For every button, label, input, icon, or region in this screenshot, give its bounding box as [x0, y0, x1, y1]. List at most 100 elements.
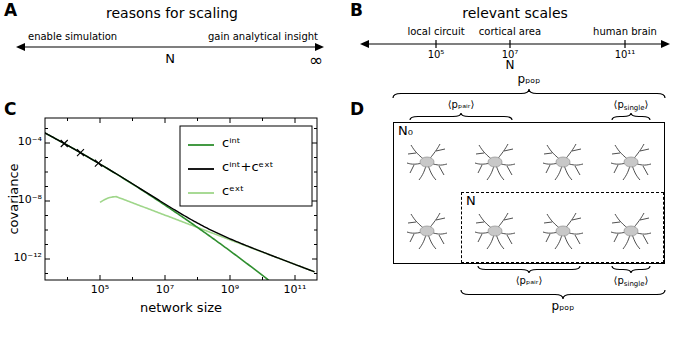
x-tick — [230, 118, 231, 123]
legend-label: cⁱⁿᵗ+cᵉˣᵗ — [222, 160, 274, 175]
dendrite — [575, 166, 580, 175]
tick-label: 10¹¹ — [615, 49, 636, 61]
y-tick — [45, 259, 50, 260]
panel-title: reasons for scaling — [106, 5, 238, 21]
brace-label-group: ⟨psingle⟩ — [614, 275, 649, 288]
y-tick — [312, 201, 317, 202]
tick-label: 10⁻¹² — [13, 252, 42, 265]
x-tick — [165, 118, 166, 123]
dendrite — [504, 218, 513, 220]
y-tick — [45, 143, 50, 144]
curly-brace — [461, 290, 665, 299]
soma — [420, 226, 434, 236]
soma — [624, 226, 638, 236]
scale-tick — [624, 40, 625, 48]
arrow-head — [16, 43, 25, 51]
soma — [488, 157, 502, 167]
subpopulation-box: N — [461, 192, 664, 263]
dendrite — [612, 222, 620, 223]
x-tick — [165, 275, 166, 280]
tick-label: 10⁻⁸ — [18, 194, 42, 207]
arrow-head — [661, 40, 670, 48]
dendrite — [436, 218, 445, 220]
plot-frame — [45, 118, 317, 280]
dendrite — [643, 235, 648, 244]
tick-label: 10⁵ — [428, 49, 445, 61]
soma — [420, 157, 434, 167]
axis-arrow — [20, 46, 320, 47]
curly-brace — [410, 113, 512, 120]
axis-end-label: enable simulation — [28, 31, 117, 43]
legend-label: cᵉˣᵗ — [222, 184, 244, 199]
dendrite — [410, 234, 414, 242]
neuron-illustration — [543, 144, 583, 180]
dendrite — [546, 165, 550, 173]
dendrite — [436, 149, 445, 151]
dendrite — [478, 234, 482, 242]
scale-tick — [435, 40, 436, 48]
axis-title: network size — [140, 301, 222, 316]
soma — [556, 157, 570, 167]
dendrite — [544, 153, 552, 154]
box-label: N₀ — [398, 124, 413, 139]
dendrite — [640, 218, 649, 220]
dendrite — [643, 166, 648, 175]
dendrite — [504, 149, 513, 151]
simulation-marker — [77, 149, 84, 156]
dendrite — [476, 153, 484, 154]
dendrite — [408, 153, 416, 154]
neuron-illustration — [611, 144, 651, 180]
x-tick — [295, 275, 296, 280]
x-tick — [230, 275, 231, 280]
axis-end-label: gain analytical insight — [208, 31, 318, 43]
simulation-marker — [61, 140, 68, 147]
dendrite — [572, 149, 581, 151]
panel-letter: B — [350, 1, 363, 21]
legend-line-sample — [188, 168, 214, 170]
panel-letter: A — [4, 1, 17, 21]
dendrite — [439, 166, 444, 175]
neuron-illustration — [611, 213, 651, 249]
brace-label: ⟨pₚₐᵢᵣ⟩ — [448, 99, 475, 111]
tick-label: 10⁷ — [156, 284, 174, 297]
tick-label: 10⁻⁴ — [18, 136, 42, 149]
legend-line-sample — [188, 144, 214, 146]
dendrite — [476, 222, 484, 223]
soma — [556, 226, 570, 236]
dendrite — [546, 234, 550, 242]
axis-arrow — [364, 43, 666, 44]
tick-label: 10⁵ — [91, 284, 109, 297]
dendrite — [544, 222, 552, 223]
panel-letter: C — [4, 100, 16, 120]
brace-label-part: ⟨p — [614, 99, 624, 110]
panel-letter: D — [350, 100, 364, 120]
brace-label-group: ⟨psingle⟩ — [614, 99, 649, 112]
neuron-illustration — [543, 213, 583, 249]
y-tick — [312, 259, 317, 260]
brace-label: pₚₒₚ — [552, 300, 575, 314]
legend-box — [180, 126, 312, 206]
brace-label-part: ⟩ — [645, 99, 649, 110]
legend-label: cⁱⁿᵗ — [222, 136, 240, 151]
scale-tick — [509, 40, 510, 48]
brace-label-subscript: single — [624, 104, 645, 112]
legend-line-sample — [188, 192, 214, 194]
dendrite — [408, 222, 416, 223]
y-tick — [45, 201, 50, 202]
neuron-illustration — [407, 213, 447, 249]
dendrite — [439, 235, 444, 244]
x-tick — [295, 118, 296, 123]
axis-label: N — [506, 59, 515, 73]
brace-label-part: ⟨p — [614, 275, 624, 286]
curly-brace — [478, 266, 580, 273]
brace-label-part: ⟩ — [645, 275, 649, 286]
dendrite — [612, 153, 620, 154]
dendrite — [640, 149, 649, 151]
scale-label: cortical area — [479, 26, 541, 38]
arrow-head — [315, 43, 324, 51]
dendrite — [507, 235, 512, 244]
simulation-marker — [95, 160, 102, 167]
x-tick — [100, 275, 101, 280]
infinity-symbol: ∞ — [309, 51, 323, 71]
curly-brace — [393, 89, 665, 98]
